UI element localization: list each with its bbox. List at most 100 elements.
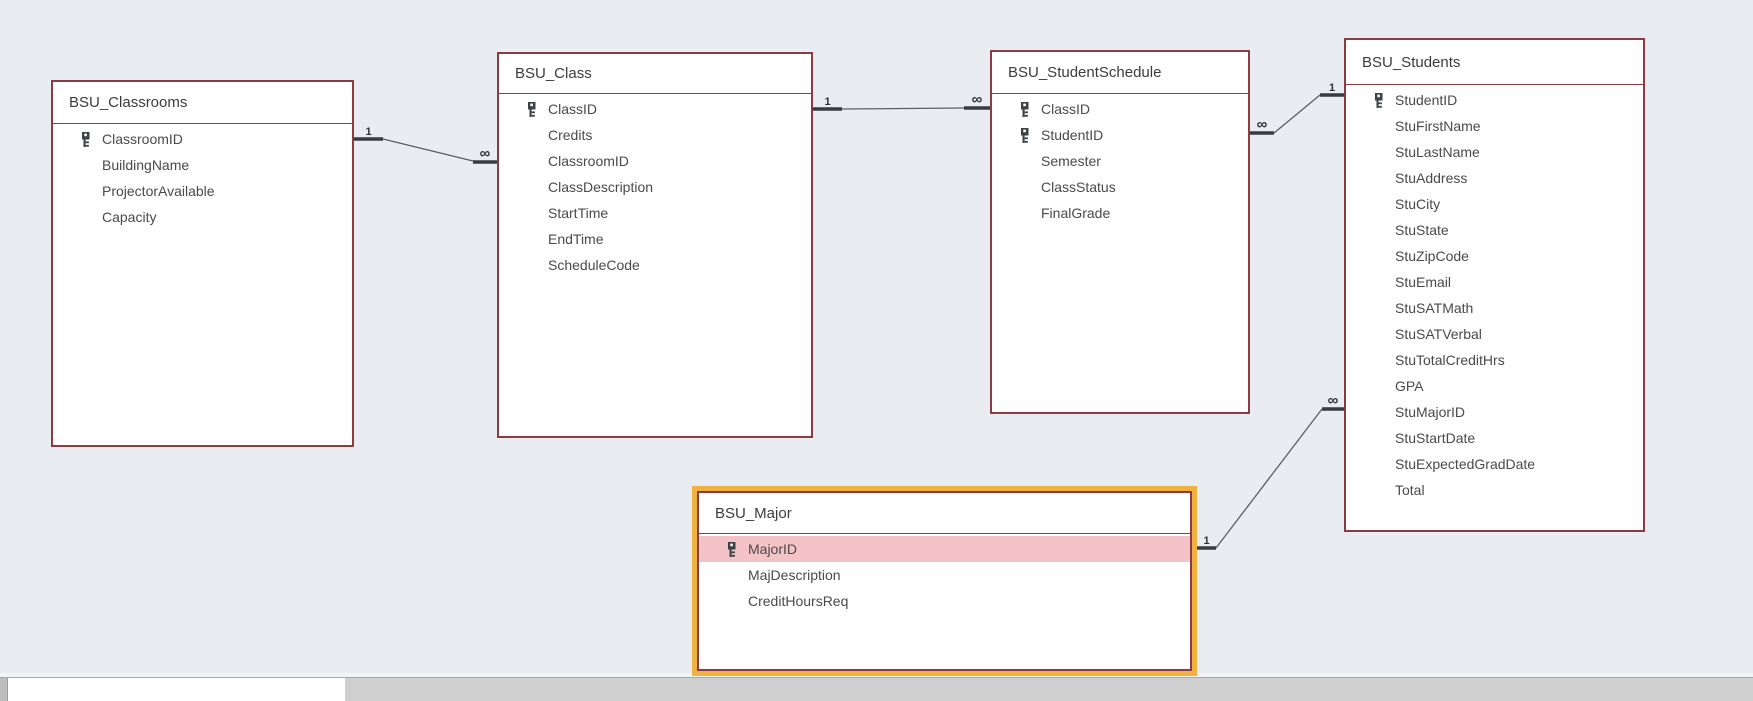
field-row-ClassID[interactable]: ClassID <box>992 96 1248 122</box>
field-row-ScheduleCode[interactable]: ScheduleCode <box>499 252 811 278</box>
field-name: ClassroomID <box>102 131 183 147</box>
field-name: ScheduleCode <box>548 257 640 273</box>
horizontal-scrollbar-thumb[interactable] <box>8 678 345 701</box>
field-row-MajDescription[interactable]: MajDescription <box>699 562 1190 588</box>
table-title-bar[interactable]: BSU_StudentSchedule <box>992 52 1248 94</box>
field-row-StuSATMath[interactable]: StuSATMath <box>1346 295 1643 321</box>
cardinality-many-label: ∞ <box>1328 392 1339 409</box>
field-name: StuSATVerbal <box>1395 326 1482 342</box>
field-name: ClassID <box>548 101 598 117</box>
primary-key-icon <box>80 131 93 147</box>
field-row-StartTime[interactable]: StartTime <box>499 200 811 226</box>
field-row-ProjectorAvailable[interactable]: ProjectorAvailable <box>53 178 352 204</box>
field-row-StuMajorID[interactable]: StuMajorID <box>1346 399 1643 425</box>
table-title: BSU_Major <box>715 504 792 522</box>
horizontal-scrollbar-left-cap <box>0 678 8 701</box>
relationship-line-BSU_Classrooms-BSU_Class[interactable] <box>382 138 474 162</box>
field-row-ClassID[interactable]: ClassID <box>499 96 811 122</box>
field-row-StuEmail[interactable]: StuEmail <box>1346 269 1643 295</box>
field-row-Semester[interactable]: Semester <box>992 148 1248 174</box>
table-title-bar[interactable]: BSU_Class <box>499 54 811 94</box>
field-name: StuZipCode <box>1395 248 1469 264</box>
field-row-StudentID[interactable]: StudentID <box>1346 87 1643 113</box>
field-name: StuStartDate <box>1395 430 1476 446</box>
table-title: BSU_StudentSchedule <box>1008 64 1162 81</box>
field-row-StudentID[interactable]: StudentID <box>992 122 1248 148</box>
table-title-bar[interactable]: BSU_Classrooms <box>53 82 352 124</box>
field-row-StuCity[interactable]: StuCity <box>1346 191 1643 217</box>
primary-key-icon <box>1373 92 1386 108</box>
field-row-ClassroomID[interactable]: ClassroomID <box>53 126 352 152</box>
canvas-bottom-edge <box>0 673 1753 677</box>
field-row-ClassStatus[interactable]: ClassStatus <box>992 174 1248 200</box>
field-name: CreditHoursReq <box>748 593 849 609</box>
table-title-bar[interactable]: BSU_Major <box>699 493 1190 534</box>
field-name: ClassID <box>1041 101 1091 117</box>
field-row-FinalGrade[interactable]: FinalGrade <box>992 200 1248 226</box>
field-name: ProjectorAvailable <box>102 183 215 199</box>
cardinality-many-label: ∞ <box>480 145 491 162</box>
field-name: StuCity <box>1395 196 1441 212</box>
field-row-StuExpectedGradDate[interactable]: StuExpectedGradDate <box>1346 451 1643 477</box>
field-row-EndTime[interactable]: EndTime <box>499 226 811 252</box>
field-name: StartTime <box>548 205 609 221</box>
field-row-ClassDescription[interactable]: ClassDescription <box>499 174 811 200</box>
field-row-BuildingName[interactable]: BuildingName <box>53 152 352 178</box>
field-row-Credits[interactable]: Credits <box>499 122 811 148</box>
cardinality-one-label: 1 <box>824 96 830 108</box>
field-row-MajorID[interactable]: MajorID <box>699 536 1190 562</box>
field-name: Credits <box>548 127 593 143</box>
field-row-StuState[interactable]: StuState <box>1346 217 1643 243</box>
table-title: BSU_Class <box>515 65 592 82</box>
field-name: StuEmail <box>1395 274 1452 290</box>
field-row-ClassroomID[interactable]: ClassroomID <box>499 148 811 174</box>
field-row-StuAddress[interactable]: StuAddress <box>1346 165 1643 191</box>
table-title: BSU_Classrooms <box>69 94 188 111</box>
field-row-StuTotalCreditHrs[interactable]: StuTotalCreditHrs <box>1346 347 1643 373</box>
field-name: MajDescription <box>748 567 841 583</box>
relationship-line-BSU_Class-BSU_StudentSchedule[interactable] <box>841 107 965 110</box>
primary-key-icon <box>726 541 739 557</box>
field-name: StuTotalCreditHrs <box>1395 352 1505 368</box>
field-row-StuSATVerbal[interactable]: StuSATVerbal <box>1346 321 1643 347</box>
field-name: ClassroomID <box>548 153 629 169</box>
field-name: Total <box>1395 482 1425 498</box>
field-name: FinalGrade <box>1041 205 1111 221</box>
table-title: BSU_Students <box>1362 53 1461 71</box>
field-name: StuState <box>1395 222 1449 238</box>
relationship-line-BSU_Students-BSU_StudentSchedule[interactable] <box>1273 94 1321 134</box>
field-row-StuStartDate[interactable]: StuStartDate <box>1346 425 1643 451</box>
field-name: EndTime <box>548 231 604 247</box>
field-row-StuZipCode[interactable]: StuZipCode <box>1346 243 1643 269</box>
table-title-bar[interactable]: BSU_Students <box>1346 40 1643 85</box>
field-name: ClassDescription <box>548 179 654 195</box>
primary-key-icon <box>1019 101 1032 117</box>
cardinality-many-label: ∞ <box>1257 116 1268 133</box>
field-row-Total[interactable]: Total <box>1346 477 1643 503</box>
field-name: StuSATMath <box>1395 300 1474 316</box>
field-name: StuFirstName <box>1395 118 1481 134</box>
field-name: ClassStatus <box>1041 179 1116 195</box>
field-row-StuLastName[interactable]: StuLastName <box>1346 139 1643 165</box>
field-row-Capacity[interactable]: Capacity <box>53 204 352 230</box>
relationship-line-BSU_Major-BSU_Students[interactable] <box>1215 408 1323 549</box>
cardinality-one-label: 1 <box>365 126 371 138</box>
field-row-StuFirstName[interactable]: StuFirstName <box>1346 113 1643 139</box>
field-name: GPA <box>1395 378 1424 394</box>
cardinality-one-label: 1 <box>1203 535 1209 547</box>
field-name: StudentID <box>1395 92 1458 108</box>
field-name: Capacity <box>102 209 157 225</box>
field-row-CreditHoursReq[interactable]: CreditHoursReq <box>699 588 1190 614</box>
field-row-GPA[interactable]: GPA <box>1346 373 1643 399</box>
field-name: StuLastName <box>1395 144 1480 160</box>
